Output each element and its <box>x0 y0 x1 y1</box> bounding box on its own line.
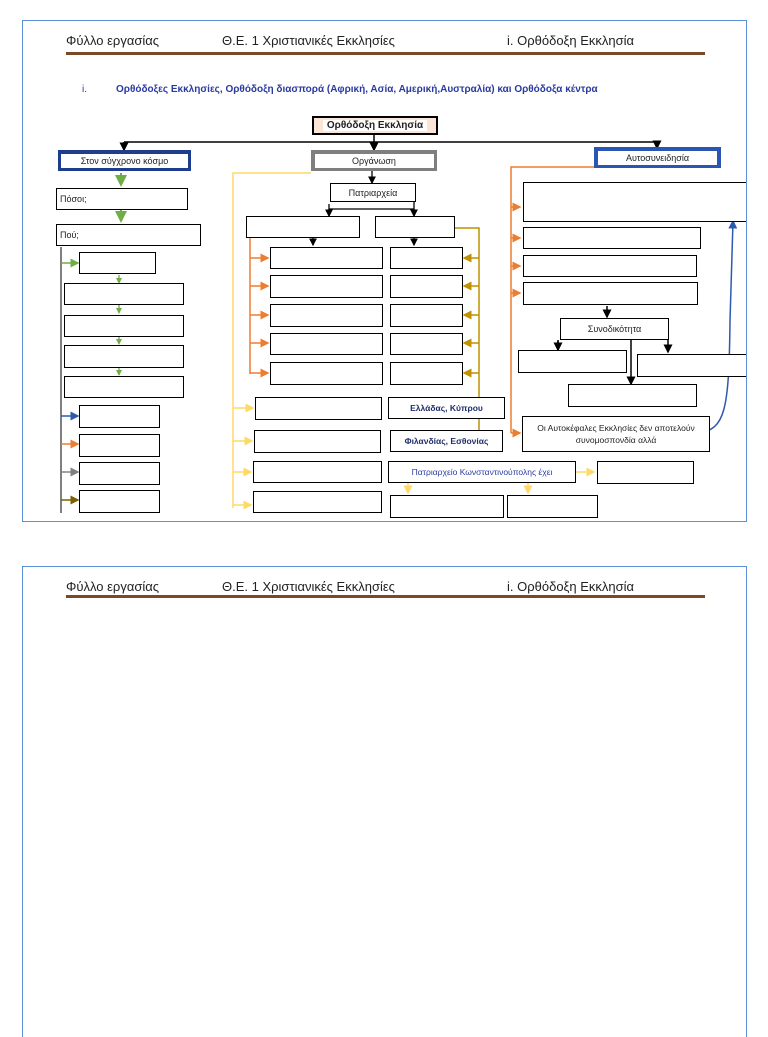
diagram-connectors <box>60 135 738 513</box>
worksheet-page-1: Φύλλο εργασίας Θ.Ε. 1 Χριστιανικές Εκκλη… <box>22 20 747 522</box>
answer-box[interactable] <box>270 247 383 269</box>
branch-self-consciousness: Αυτοσυνειδησία <box>594 147 721 168</box>
how-many-box[interactable]: Πόσοι; <box>56 188 188 210</box>
answer-box[interactable] <box>597 461 694 484</box>
header-subtopic: i. Ορθόδοξη Εκκλησία <box>507 33 635 48</box>
where-box[interactable]: Πού; <box>56 224 201 246</box>
branch-self-consciousness-label: Αυτοσυνειδησία <box>598 150 717 165</box>
branch-modern-world-label: Στον σύγχρονο κόσμο <box>61 153 188 168</box>
branch-organisation-label: Οργάνωση <box>314 153 434 168</box>
answer-box[interactable] <box>390 495 504 518</box>
answer-box[interactable] <box>270 275 383 298</box>
answer-box[interactable] <box>390 362 463 385</box>
answer-box[interactable] <box>518 350 627 373</box>
answer-box[interactable] <box>523 255 697 277</box>
header-worksheet-label: Φύλλο εργασίας <box>66 579 160 594</box>
header-topic: Θ.Ε. 1 Χριστιανικές Εκκλησίες <box>222 579 395 594</box>
churches-finland-estonia-label: Φιλανδίας, Εσθονίας <box>404 436 489 446</box>
answer-box[interactable] <box>270 333 383 355</box>
churches-greece-cyprus-label: Ελλάδας, Κύπρου <box>410 403 483 413</box>
answer-box[interactable] <box>79 252 156 274</box>
branch-organisation: Οργάνωση <box>311 150 437 171</box>
header-rule <box>66 52 705 55</box>
answer-box[interactable] <box>637 354 746 377</box>
answer-box[interactable] <box>255 397 382 420</box>
section-number: i. <box>82 84 87 95</box>
section-title: Ορθόδοξες Εκκλησίες, Ορθόδοξη διασπορά (… <box>116 84 598 95</box>
answer-box[interactable] <box>64 345 184 368</box>
answer-box[interactable] <box>64 283 184 305</box>
autocephalous-label: Οι Αυτοκέφαλες Εκκλησίες δεν αποτελούν σ… <box>537 423 695 445</box>
header-worksheet-label: Φύλλο εργασίας <box>66 33 160 48</box>
header-subtopic: i. Ορθόδοξη Εκκλησία <box>507 579 635 594</box>
root-box: Ορθόδοξη Εκκλησία <box>312 116 438 135</box>
answer-box[interactable] <box>390 304 463 327</box>
root-label: Ορθόδοξη Εκκλησία <box>321 119 429 132</box>
header-rule <box>66 595 705 598</box>
churches-finland-estonia-box: Φιλανδίας, Εσθονίας <box>390 430 503 452</box>
answer-box[interactable] <box>79 490 160 513</box>
answer-box[interactable] <box>64 315 184 337</box>
answer-box[interactable] <box>568 384 697 407</box>
patriarchates-label: Πατριαρχεία <box>348 187 398 198</box>
churches-greece-cyprus-box: Ελλάδας, Κύπρου <box>388 397 505 419</box>
answer-box[interactable] <box>253 491 382 513</box>
autocephalous-box: Οι Αυτοκέφαλες Εκκλησίες δεν αποτελούν σ… <box>522 416 710 452</box>
answer-box[interactable] <box>270 362 383 385</box>
where-label: Πού; <box>60 230 79 240</box>
answer-box[interactable] <box>79 434 160 457</box>
constantinople-label: Πατριαρχείο Κωνσταντινούπολης έχει <box>411 467 553 477</box>
header-topic: Θ.Ε. 1 Χριστιανικές Εκκλησίες <box>222 33 395 48</box>
answer-box[interactable] <box>375 216 455 238</box>
patriarchates-box: Πατριαρχεία <box>330 183 416 202</box>
answer-box[interactable] <box>64 376 184 398</box>
answer-box[interactable] <box>390 247 463 269</box>
worksheet-page-2: Φύλλο εργασίας Θ.Ε. 1 Χριστιανικές Εκκλη… <box>22 566 747 1037</box>
synodality-label: Συνοδικότητα <box>587 324 642 334</box>
answer-box[interactable] <box>79 462 160 485</box>
branch-modern-world: Στον σύγχρονο κόσμο <box>58 150 191 171</box>
answer-box[interactable] <box>523 182 746 222</box>
answer-box[interactable] <box>523 227 701 249</box>
answer-box[interactable] <box>79 405 160 428</box>
answer-box[interactable] <box>390 333 463 355</box>
answer-box[interactable] <box>270 304 383 327</box>
constantinople-box: Πατριαρχείο Κωνσταντινούπολης έχει <box>388 461 576 483</box>
answer-box[interactable] <box>507 495 598 518</box>
answer-box[interactable] <box>253 461 382 483</box>
synodality-box: Συνοδικότητα <box>560 318 669 340</box>
answer-box[interactable] <box>523 282 698 305</box>
answer-box[interactable] <box>254 430 381 453</box>
answer-box[interactable] <box>246 216 360 238</box>
answer-box[interactable] <box>390 275 463 298</box>
how-many-label: Πόσοι; <box>60 194 87 204</box>
